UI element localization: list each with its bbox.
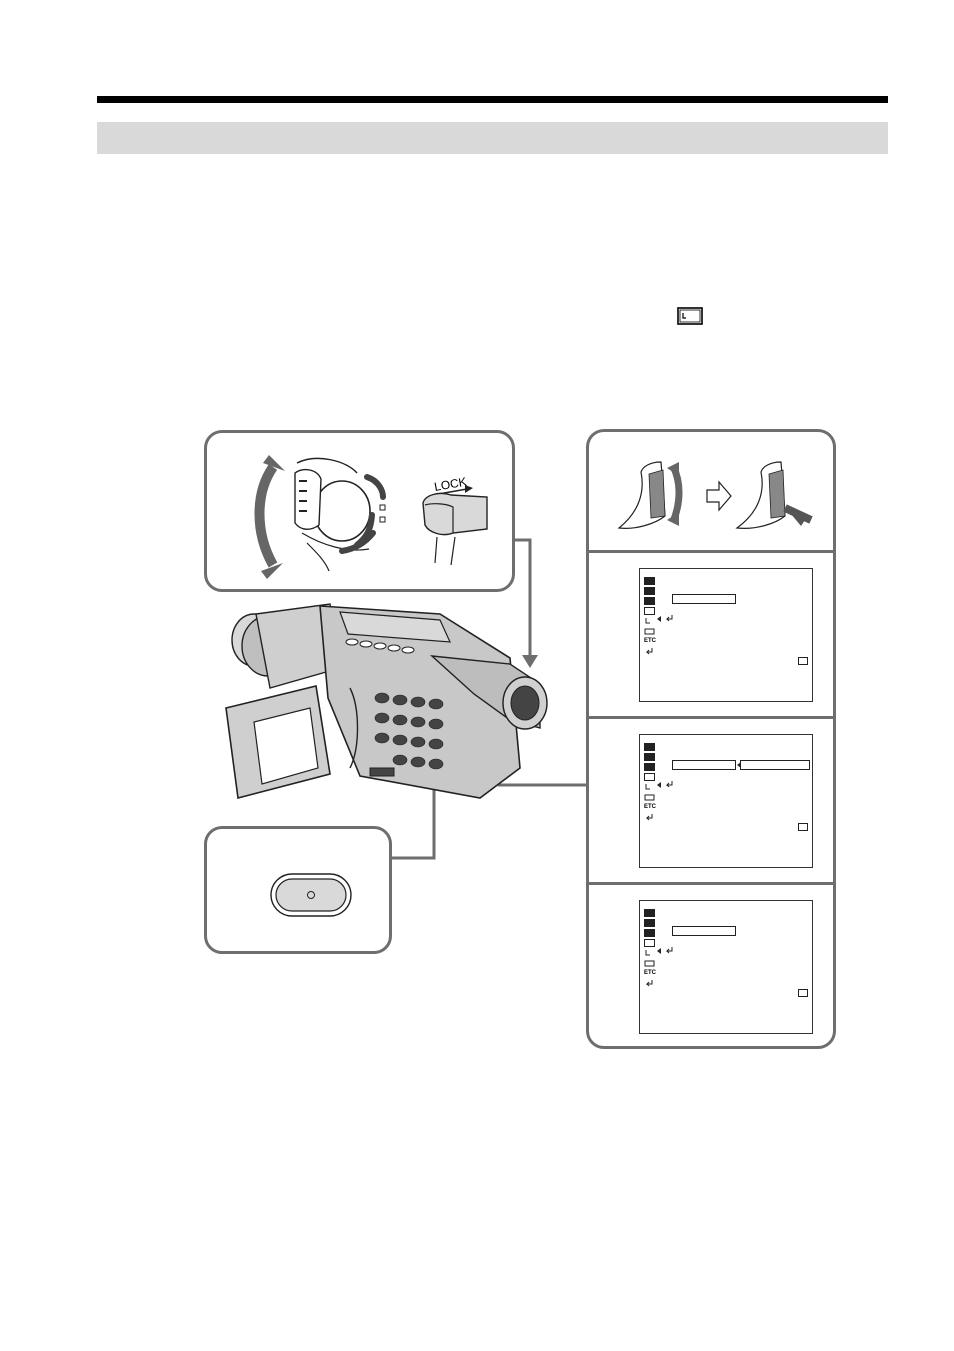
selection-arrow-icon [656, 780, 676, 790]
submenu-item-box [740, 760, 810, 770]
etc-label: ETC [644, 637, 656, 646]
selection-arrow-icon [656, 614, 676, 624]
steps-panel: ETC ETC ET [586, 429, 836, 1049]
toolbox-icon [644, 793, 655, 801]
manual-settings-icon [644, 577, 655, 585]
camera-settings-icon [644, 919, 655, 927]
cassette-settings-icon [644, 607, 655, 615]
tape-mode-icon [798, 657, 808, 665]
tape-mode-icon [798, 989, 808, 997]
lcd-settings-icon [644, 929, 655, 937]
lcd-settings-icon [644, 763, 655, 771]
lcd-settings-icon [644, 597, 655, 605]
menu-screen-1: ETC [639, 568, 813, 702]
cassette-settings-icon [644, 939, 655, 947]
menu-screen-3: ETC [639, 900, 813, 1034]
selection-arrow-icon [656, 946, 676, 956]
scroll-wheel-icon [619, 462, 679, 528]
step-divider [589, 882, 833, 885]
arrow-right-icon [707, 482, 731, 510]
menu-item-box [672, 594, 736, 604]
tape-mode-icon [798, 823, 808, 831]
cassette-settings-icon [644, 773, 655, 781]
return-icon [644, 647, 655, 655]
manual-settings-icon [644, 743, 655, 751]
menu-screen-2: ETC [639, 734, 813, 868]
step-divider [589, 550, 833, 553]
camcorder-icon [210, 598, 560, 810]
setup-menu-icon [644, 949, 655, 957]
toolbox-icon [644, 627, 655, 635]
setup-menu-icon [644, 617, 655, 625]
camera-settings-icon [644, 753, 655, 761]
setup-menu-icon [644, 783, 655, 791]
camera-settings-icon [644, 587, 655, 595]
etc-label: ETC [644, 803, 656, 812]
push-wheel-icon [737, 462, 811, 528]
menu-item-box [672, 760, 736, 770]
return-icon [644, 813, 655, 821]
menu-item-box [672, 926, 736, 936]
toolbox-icon [644, 959, 655, 967]
return-icon [644, 979, 655, 987]
step-divider [589, 716, 833, 719]
etc-label: ETC [644, 969, 656, 978]
manual-settings-icon [644, 909, 655, 917]
